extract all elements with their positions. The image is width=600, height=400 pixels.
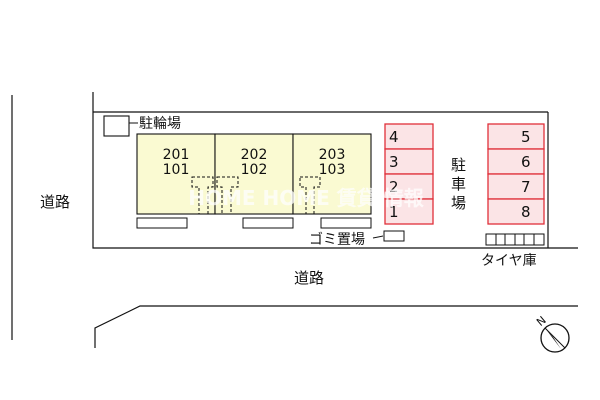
site-boundary-line: [92, 92, 578, 249]
parking-label-char: 車: [451, 175, 466, 193]
unit-number-upper: 203: [319, 147, 346, 163]
bike-parking-box: [103, 115, 130, 137]
unit-block-1: [136, 133, 216, 215]
parking-space-number: 5: [521, 128, 531, 146]
unit-number-upper: 201: [163, 147, 190, 163]
road-label-left: 道路: [40, 193, 70, 211]
parking-space: [384, 123, 434, 150]
road-label-bottom: 道路: [294, 269, 324, 287]
tire-storage-label: タイヤ庫: [481, 252, 537, 269]
bottom-road-boundary-line: [94, 305, 578, 348]
building-group: 201 101 202 102 203 103: [136, 133, 372, 229]
parking-space-number: 2: [389, 178, 399, 196]
entrance-outline: [299, 176, 321, 215]
unit-number-lower: 101: [163, 162, 190, 178]
tire-storage-box: [485, 233, 545, 246]
parking-space-number: 6: [521, 153, 531, 171]
garbage-area-label: ゴミ置場: [309, 231, 365, 248]
entrance-outline: [191, 176, 214, 215]
watermark-text: HOME HOME 賃貸 情報: [188, 186, 424, 210]
porch-step: [136, 217, 188, 229]
unit-block-2: [214, 133, 294, 215]
parking-space-number: 7: [521, 178, 531, 196]
bike-parking-label: 駐輪場: [139, 115, 181, 132]
unit-block-3: [292, 133, 372, 215]
parking-right-column: 5 6 7 8: [487, 123, 545, 225]
parking-space: [384, 198, 434, 225]
parking-space-number: 3: [389, 153, 399, 171]
parking-label-char: 場: [451, 194, 466, 212]
parking-space-number: 4: [389, 128, 399, 146]
unit-number-lower: 102: [241, 162, 268, 178]
parking-space: [487, 123, 545, 150]
porch-step: [320, 217, 372, 229]
parking-space-number: 8: [521, 203, 531, 221]
parking-space: [487, 198, 545, 225]
parking-label-char: 駐: [451, 156, 466, 174]
entrance-outline: [216, 176, 239, 215]
parking-space: [487, 148, 545, 175]
unit-number-lower: 103: [319, 162, 346, 178]
parking-space: [384, 173, 434, 200]
parking-left-column: 4 3 2 1: [384, 123, 434, 225]
parking-space-number: 1: [389, 203, 399, 221]
garbage-area-leader: [372, 235, 384, 239]
parking-space: [487, 173, 545, 200]
north-arrow-icon: [540, 323, 570, 353]
garbage-area-box: [383, 230, 405, 242]
unit-number-upper: 202: [241, 147, 268, 163]
parking-space: [384, 148, 434, 175]
porch-step: [242, 217, 294, 229]
